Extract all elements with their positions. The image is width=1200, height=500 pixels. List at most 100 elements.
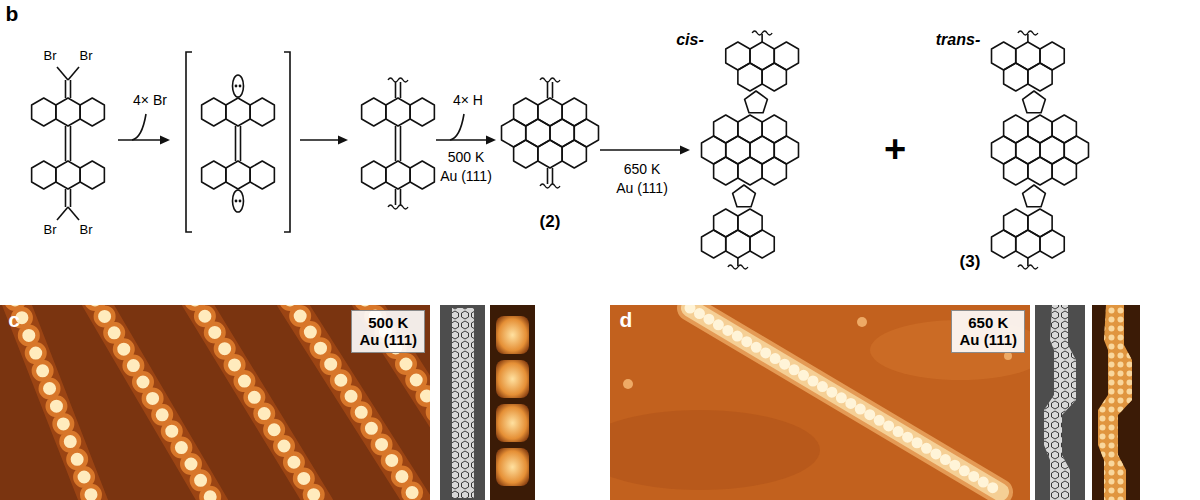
pentagon-ring [733,185,756,207]
double-bond [400,82,402,98]
electron-dot [235,85,238,88]
arrow-head [160,136,170,145]
ring [250,98,274,126]
double-bond [65,80,67,98]
wavy-bond [388,78,408,82]
ring [32,98,56,126]
chain-beads [15,305,430,500]
isomer-label: trans- [936,31,980,49]
simulated-ribbon [452,308,474,498]
ring [362,98,386,126]
double-bond [395,126,397,161]
simulation-strip [440,305,485,500]
stm-ribbon [1098,305,1132,500]
bond [737,258,739,266]
double-bond [65,189,67,207]
condition-text: 500 K [359,314,417,331]
panel-letter: d [620,308,633,331]
electron-dot [239,85,242,88]
trans-isomer [992,31,1089,269]
bond [57,207,68,220]
condition-text: Au (111) [959,331,1017,348]
bond [57,67,68,80]
stm-unit [496,316,529,354]
ring [738,157,762,185]
condition-text: 650 K [959,314,1017,331]
atom-label: Br [44,49,57,63]
stm-unit [496,404,529,442]
arrow-head [338,136,348,145]
pentagon-ring [745,91,768,113]
atom-label: Br [44,223,57,237]
ring [1016,230,1040,258]
reaction-arrow [600,149,682,151]
ring [56,161,80,189]
double-bond [547,168,549,184]
double-bond [400,126,402,161]
arrow-head [680,146,690,155]
ring [410,98,434,126]
double-bond [395,189,397,205]
double-bond [70,80,72,98]
bond [68,67,79,80]
stm-image-d [580,305,1140,500]
arrow-head [486,136,496,145]
double-bond [70,126,72,161]
ring [702,230,726,258]
reagent-label: 4× Br [133,93,167,108]
pentagon-ring [1023,185,1046,207]
ring [714,157,738,185]
bond [68,207,79,220]
reagent-label: 4× H [453,93,483,108]
atom-label: Br [80,223,93,237]
bead-chains [15,305,430,500]
bond [1027,34,1029,42]
ribbon-lattice [1044,305,1076,500]
ring [1052,157,1076,185]
ring [1028,63,1052,91]
wavy-bond [1018,265,1038,269]
stm-ribbon-beads [1098,305,1132,500]
wavy-bond [728,265,748,269]
precursor-molecule [32,67,105,220]
ring [750,230,774,258]
reaction-arrow [436,139,488,141]
bond [1027,258,1029,266]
stm-unit [496,360,529,398]
bracket [186,52,192,232]
condition-label: Au (111) [440,169,492,184]
double-bond [70,189,72,207]
ring [1004,63,1028,91]
ring [738,63,762,91]
ring [538,140,562,168]
ring [226,98,250,126]
wavy-bond [1018,31,1038,35]
zoom-strip [490,305,535,500]
ring [514,140,538,168]
double-bond [552,168,554,184]
cis-isomer [702,31,799,269]
leaving-curve [132,114,146,140]
bisanthene-polymer [502,78,599,188]
chain-halo [15,305,430,500]
zoom-strip [1092,305,1140,500]
ring [362,161,386,189]
carbene-lobe [233,190,244,212]
electron-dot [239,200,242,203]
ring [726,230,750,258]
isomer-label: cis- [676,31,704,49]
ring [762,63,786,91]
double-bond [235,126,237,161]
pentagon-ring [1023,91,1046,113]
ribbon-lattice [452,308,474,498]
electron-dot [235,200,238,203]
ring [386,161,410,189]
double-bond [547,82,549,98]
ring [202,161,226,189]
simulated-ribbon [1044,305,1076,500]
condition-text: Au (111) [359,331,417,348]
wavy-bond [540,184,560,188]
stm-features [610,308,1030,492]
leaving-curve [450,114,464,140]
